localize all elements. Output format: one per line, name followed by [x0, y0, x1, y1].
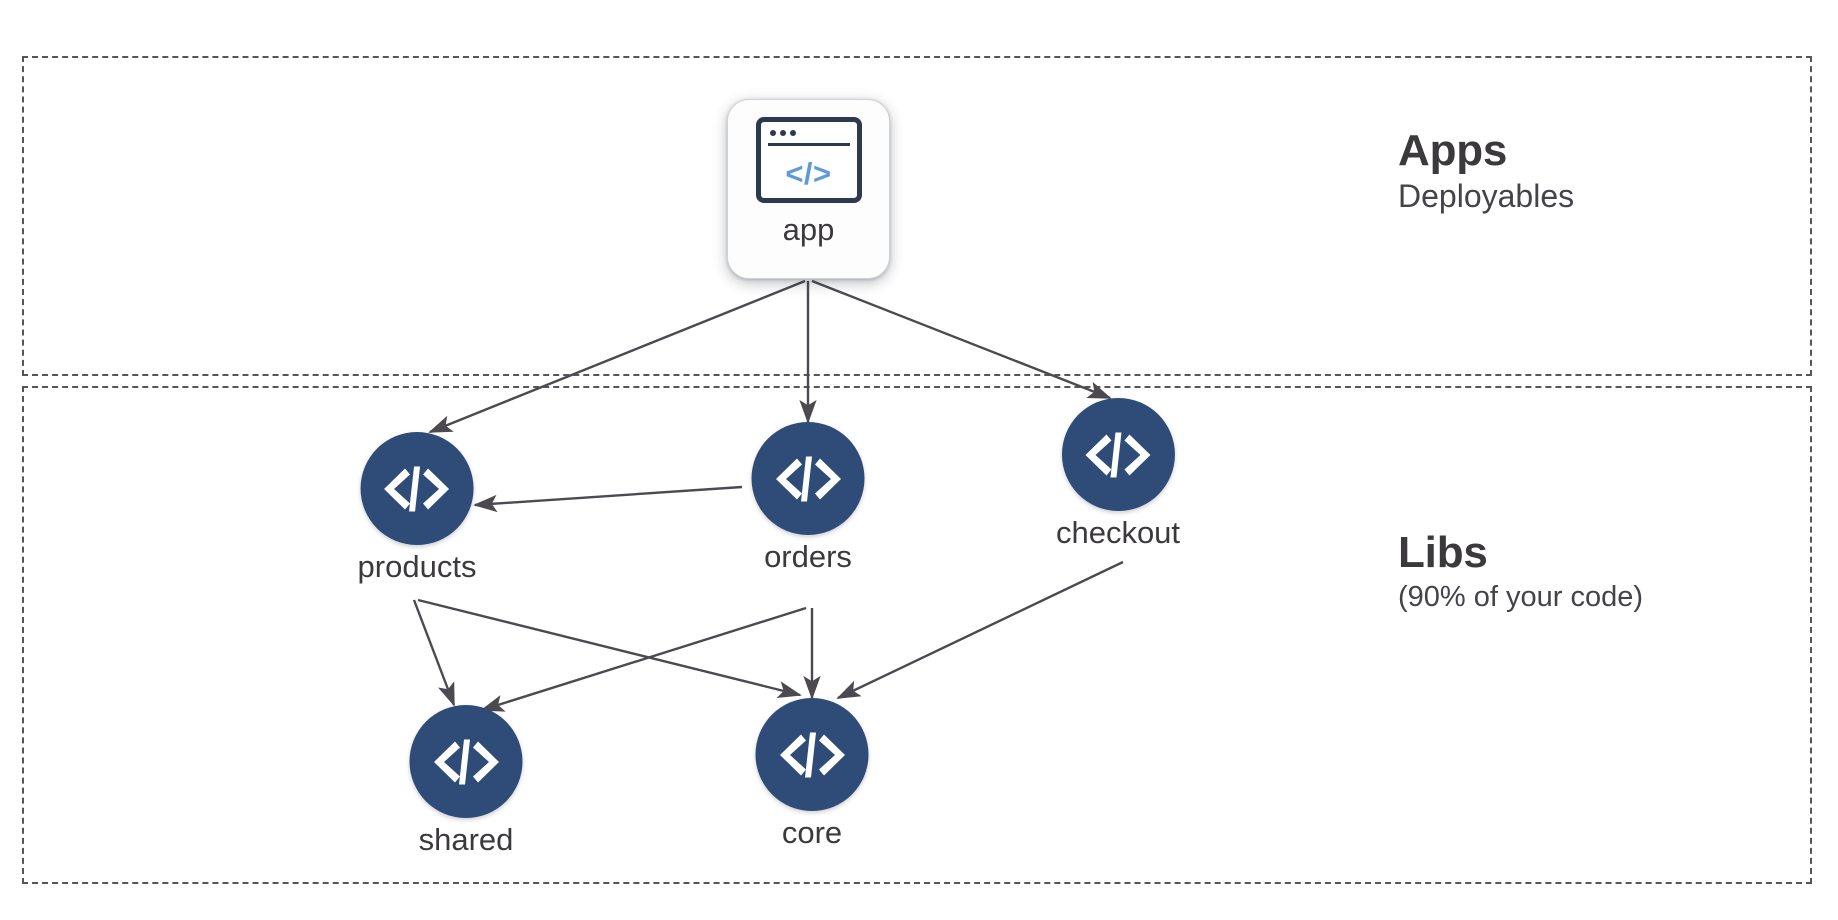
zone-libs-title: Libs — [1398, 528, 1488, 577]
browser-titlebar-divider — [767, 143, 850, 146]
node-checkout-label: checkout — [1055, 515, 1181, 550]
node-core-label: core — [781, 815, 843, 850]
browser-code-icon: </> — [755, 117, 862, 203]
zone-libs — [22, 386, 1812, 884]
node-shared-label: shared — [418, 822, 514, 857]
node-app[interactable]: </> app — [727, 99, 890, 279]
code-brackets-icon — [360, 432, 474, 545]
zone-apps-caption: Apps Deployables — [1398, 126, 1574, 215]
zone-libs-subtitle: (90% of your code) — [1398, 581, 1644, 614]
zone-apps — [22, 56, 1812, 376]
code-brackets-icon — [751, 422, 865, 535]
zone-apps-title: Apps — [1398, 126, 1508, 175]
code-brackets-icon — [755, 698, 869, 811]
node-orders[interactable]: orders — [751, 422, 865, 574]
node-checkout[interactable]: checkout — [1056, 398, 1180, 550]
code-brackets-icon — [1061, 398, 1175, 511]
node-core[interactable]: core — [755, 698, 869, 850]
node-products-label: products — [357, 549, 477, 584]
node-orders-label: orders — [764, 539, 852, 574]
code-glyph: </> — [785, 155, 832, 191]
code-brackets-icon — [409, 705, 523, 818]
node-app-label: app — [782, 212, 835, 247]
browser-dots-icon — [769, 130, 796, 136]
node-products[interactable]: products — [357, 432, 477, 584]
zone-libs-caption: Libs (90% of your code) — [1398, 528, 1643, 614]
zone-apps-subtitle: Deployables — [1398, 178, 1575, 215]
node-shared[interactable]: shared — [409, 705, 523, 857]
